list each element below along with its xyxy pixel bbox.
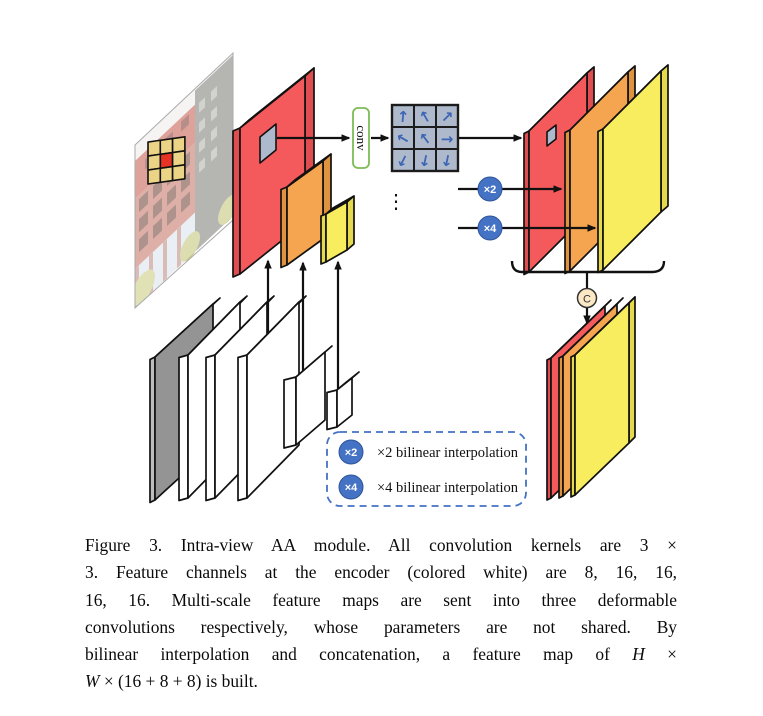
offset-arrow-icon: → [441, 130, 454, 148]
legend: ×2 ×2 bilinear interpolation ×4 ×4 bilin… [326, 431, 527, 507]
x4-badge [477, 215, 503, 241]
caption-line: convolutions respectively, whose paramet… [85, 614, 677, 641]
photo-tree [180, 231, 200, 262]
caption-line: Figure 3. Intra-view AA module. All conv… [85, 532, 677, 559]
caption-text: convolutions respectively, whose paramet… [85, 616, 677, 637]
concat-node [576, 287, 598, 309]
encoder-feature-maps [149, 295, 360, 504]
intra-view-aa-module-diagram: conv ↑ ↖ ↗ ↖ ↖ → ↙ ↓ ↓ ⋮ ×2 ×4 [134, 51, 669, 507]
x4-legend-badge [338, 474, 364, 500]
kernel-patch [259, 123, 277, 164]
offset-arrow-icon: ↓ [417, 151, 433, 171]
photo-tree [218, 194, 233, 225]
x2-legend-badge [338, 439, 364, 465]
photo-grid-center-cell [159, 151, 174, 170]
x4-legend-text: ×4 bilinear interpolation [377, 480, 519, 496]
offset-arrow-icon: ↙ [394, 150, 412, 171]
x2-badge-label: ×2 [484, 184, 497, 196]
encoder-plate-3 [237, 295, 307, 502]
x2-legend-badge-label: ×2 [345, 447, 358, 459]
caption-text: 16, 16. Multi-scale feature maps are sen… [85, 589, 677, 610]
offset-arrow-icon: ↓ [439, 151, 455, 171]
x4-legend-badge-label: ×4 [345, 482, 358, 494]
caption-text: Figure 3. Intra-view AA module. All conv… [85, 535, 677, 555]
deformed-feature-map-yellow [597, 64, 669, 274]
input-image [135, 53, 233, 308]
caption-text: bilinear interpolation and concatenation… [85, 644, 633, 665]
caption-text: × (16 + 8 + 8) is built. [99, 671, 258, 692]
photo-sampling-grid [147, 136, 186, 185]
math-var-H: H [632, 644, 645, 665]
encoder-plate-4 [283, 345, 333, 449]
conv-label: conv [354, 125, 369, 151]
x2-badge [477, 176, 503, 202]
photo-tree [135, 269, 155, 306]
offset-arrow-icon: ↑ [396, 107, 410, 126]
offset-arrow-icon: ↖ [418, 129, 433, 149]
caption-text: 3. Feature channels at the encoder (colo… [85, 562, 677, 583]
kernel-patch [546, 124, 557, 147]
x2-legend-text: ×2 bilinear interpolation [377, 445, 519, 461]
math-var-W: W [85, 671, 100, 692]
encoder-plate-5 [326, 371, 360, 431]
concat-label: C [583, 294, 591, 306]
caption-line: bilinear interpolation and concatenation… [85, 641, 677, 668]
ellipsis-dots: ⋮ [386, 191, 406, 213]
figure-caption: Figure 3. Intra-view AA module. All conv… [85, 532, 677, 696]
multiscale-feature-map-orange [280, 153, 332, 269]
caption-line: 3. Feature channels at the encoder (colo… [85, 559, 677, 586]
caption-line: W × (16 + 8 + 8) is built. [85, 668, 677, 695]
offset-arrow-icon: ↖ [395, 129, 412, 150]
output-stack-yellow [570, 296, 636, 498]
offset-arrow-icon: ↗ [441, 108, 454, 126]
offset-arrow-icon: ↖ [417, 107, 434, 128]
x4-badge-label: ×4 [484, 223, 497, 235]
multiscale-feature-map-yellow [320, 195, 355, 265]
caption-line: 16, 16. Multi-scale feature maps are sen… [85, 587, 677, 614]
offset-field-grid: ↑ ↖ ↗ ↖ ↖ → ↙ ↓ ↓ [390, 103, 460, 173]
conv-box [352, 107, 370, 169]
legend-box [326, 431, 527, 507]
caption-text: × [644, 644, 677, 665]
